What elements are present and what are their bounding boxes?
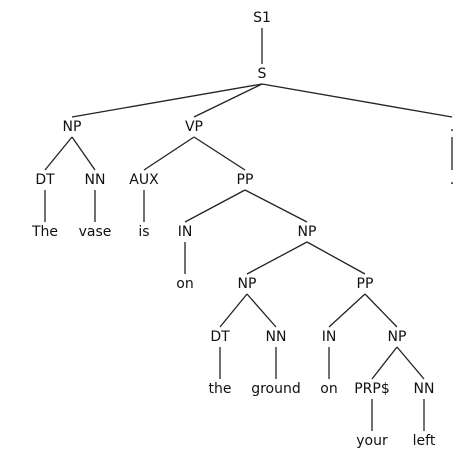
tree-edge-pp2-in2 <box>328 293 366 328</box>
tree-node-phrase: PP <box>357 276 374 292</box>
tree-node-tag: DT <box>210 329 230 345</box>
tree-node-word: your <box>356 433 388 449</box>
tree-node-root: S1 <box>253 10 271 26</box>
tree-node-phrase: VP <box>185 119 203 135</box>
tree-edge-s-vp <box>193 83 263 118</box>
tree-node-tag: PRP$ <box>354 381 390 397</box>
tree-edge-vp-aux <box>143 136 195 171</box>
tree-edge-np3-nn2 <box>246 293 277 328</box>
tree-node-word: vase <box>79 224 112 240</box>
tree-node-word: . <box>450 172 454 188</box>
tree-edge-s-np1 <box>71 83 263 118</box>
tree-node-phrase: S <box>258 66 267 82</box>
tree-node-tag: NN <box>266 329 287 345</box>
tree-edge-np2-np3 <box>246 241 308 275</box>
tree-node-phrase: PP <box>237 172 254 188</box>
tree-node-word: on <box>320 381 337 397</box>
tree-edge-np1-dt1 <box>44 136 73 171</box>
tree-node-word: left <box>413 433 436 449</box>
tree-edge-pp1-in1 <box>184 189 246 223</box>
tree-edge-pp1-np2 <box>244 189 308 223</box>
tree-edge-np3-dt2 <box>219 293 248 328</box>
tree-node-phrase: NP <box>388 329 407 345</box>
tree-node-phrase: NP <box>63 119 82 135</box>
tree-node-tag: IN <box>322 329 337 345</box>
tree-edge-pp2-np4 <box>364 293 398 328</box>
tree-node-tag: . <box>450 119 454 135</box>
tree-node-phrase: NP <box>298 224 317 240</box>
tree-node-word: is <box>138 224 149 240</box>
tree-node-phrase: NP <box>238 276 257 292</box>
tree-edge-np2-pp2 <box>306 241 366 275</box>
tree-node-word: ground <box>251 381 301 397</box>
tree-edge-np4-prp <box>371 346 398 380</box>
tree-node-word: The <box>31 224 58 240</box>
tree-edge-np4-nn3 <box>396 346 425 380</box>
tree-edge-s-punct-tag <box>261 83 453 118</box>
tree-node-tag: AUX <box>129 172 159 188</box>
tree-node-tag: DT <box>35 172 55 188</box>
tree-edges <box>44 28 453 431</box>
tree-node-word: on <box>176 276 193 292</box>
tree-edge-vp-pp1 <box>193 136 246 171</box>
tree-node-tag: NN <box>85 172 106 188</box>
tree-node-word: the <box>209 381 232 397</box>
tree-node-tag: IN <box>178 224 193 240</box>
tree-node-tag: NN <box>414 381 435 397</box>
tree-edge-np1-nn1 <box>71 136 96 171</box>
